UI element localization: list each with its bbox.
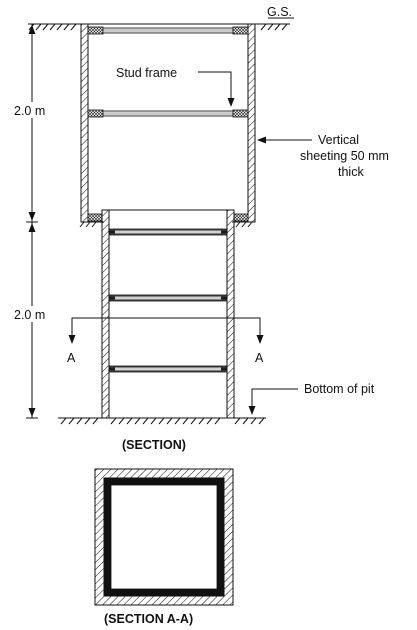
stud-frame-lower-1 [108,228,228,236]
stud-frame-lower-3 [108,365,228,373]
section-aa-plan [94,468,234,606]
section-caption: (SECTION) [122,438,186,452]
vertical-sheeting-label-line1: Vertical [318,133,359,147]
upper-depth-label: 2.0 m [14,104,45,118]
upper-sheeting-left [80,23,89,223]
section-mark-left: A [67,351,76,365]
section-mark-right: A [255,351,264,365]
section-line-aa [68,317,264,344]
stud-frame-upper-3 [87,213,249,222]
stud-frame-upper-2 [87,109,249,118]
vertical-sheeting-leader [257,136,312,144]
vertical-sheeting-label-line2: sheeting 50 mm [300,149,389,163]
lower-sheeting-left [101,209,110,419]
vertical-sheeting-label-line3: thick [338,165,364,179]
depth-dimension [14,24,54,419]
stud-frame-upper-1 [87,26,249,35]
bottom-of-pit-leader [248,388,298,415]
stud-frame-label: Stud frame [116,66,177,80]
section-aa-caption: (SECTION A-A) [104,612,193,626]
upper-sheeting-right [247,23,256,223]
pit-bottom-ground [58,417,266,425]
ground-surface-label: G.S. [267,5,292,19]
stud-frame-leader [198,71,235,107]
bottom-of-pit-label: Bottom of pit [304,382,375,396]
stud-frame-lower-2 [108,294,228,302]
lower-sheeting-right [226,209,235,419]
lower-depth-label: 2.0 m [14,308,45,322]
